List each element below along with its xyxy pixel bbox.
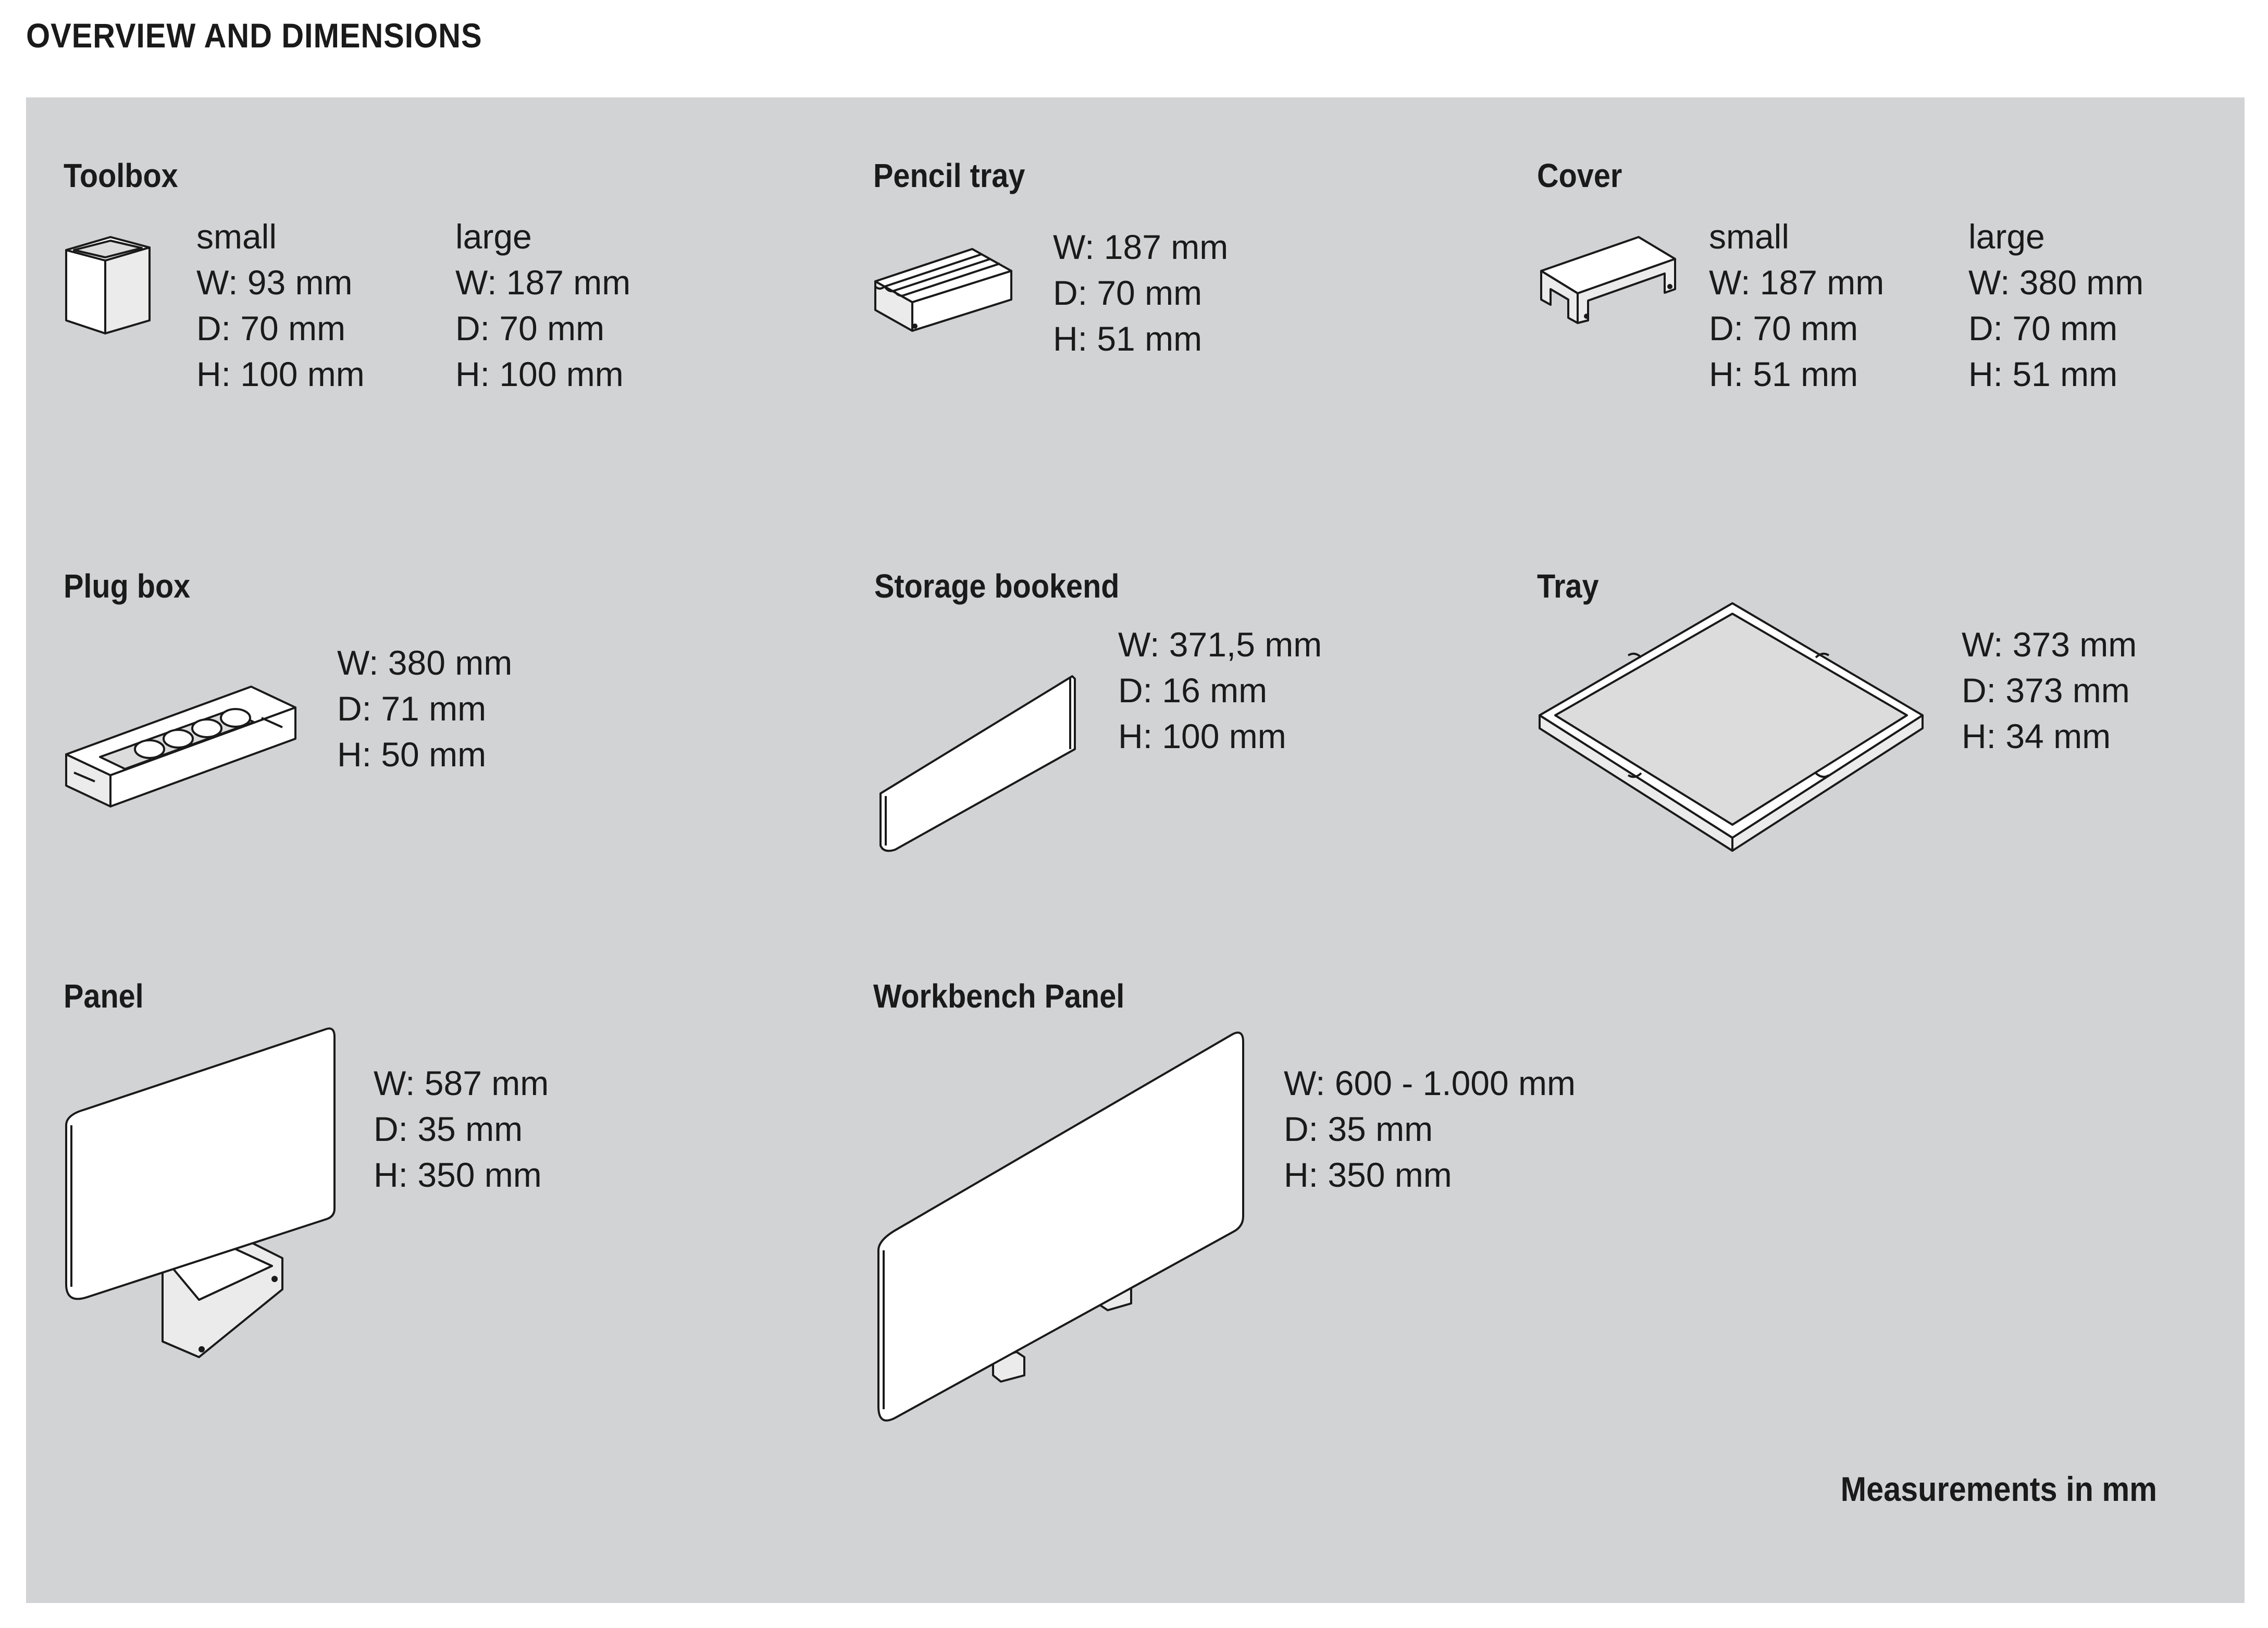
variant-label: large bbox=[455, 217, 532, 256]
height-value: H: 100 mm bbox=[1118, 717, 1286, 755]
variant-label: small bbox=[196, 217, 277, 256]
height-value: H: 100 mm bbox=[196, 355, 365, 393]
width-value: W: 187 mm bbox=[1709, 263, 1885, 302]
height-value: H: 34 mm bbox=[1962, 717, 2111, 755]
plug-box-illustration bbox=[65, 686, 296, 807]
storage-bookend-spec: W: 371,5 mm D: 16 mm H: 100 mm bbox=[1118, 622, 1322, 759]
overview-panel bbox=[26, 97, 2245, 1603]
cover-large-spec: large W: 380 mm D: 70 mm H: 51 mm bbox=[1968, 214, 2143, 397]
depth-value: D: 16 mm bbox=[1118, 671, 1268, 710]
item-title: Tray bbox=[1537, 567, 1599, 605]
toolbox-illustration bbox=[65, 236, 151, 334]
item-title: Workbench Panel bbox=[873, 977, 1125, 1015]
depth-value: D: 70 mm bbox=[1053, 274, 1203, 312]
measurements-note: Measurements in mm bbox=[1840, 1470, 2157, 1508]
width-value: W: 93 mm bbox=[196, 263, 353, 302]
variant-label: large bbox=[1968, 217, 2045, 256]
item-title: Panel bbox=[64, 977, 144, 1015]
toolbox-small-spec: small W: 93 mm D: 70 mm H: 100 mm bbox=[196, 214, 365, 397]
width-value: W: 600 - 1.000 mm bbox=[1284, 1064, 1576, 1102]
page-title: OVERVIEW AND DIMENSIONS bbox=[26, 16, 482, 55]
item-title: Pencil tray bbox=[873, 157, 1025, 194]
toolbox-large-spec: large W: 187 mm D: 70 mm H: 100 mm bbox=[455, 214, 630, 397]
pencil-tray-spec: W: 187 mm D: 70 mm H: 51 mm bbox=[1053, 224, 1228, 362]
workbench-panel-illustration bbox=[877, 1032, 1244, 1422]
item-title: Plug box bbox=[64, 567, 191, 605]
tray-spec: W: 373 mm D: 373 mm H: 34 mm bbox=[1962, 622, 2137, 759]
depth-value: D: 70 mm bbox=[1709, 309, 1858, 347]
width-value: W: 187 mm bbox=[1053, 228, 1229, 266]
depth-value: D: 70 mm bbox=[1968, 309, 2118, 347]
height-value: H: 51 mm bbox=[1709, 355, 1858, 393]
height-value: H: 350 mm bbox=[374, 1155, 542, 1194]
width-value: W: 380 mm bbox=[1968, 263, 2144, 302]
item-title: Toolbox bbox=[64, 157, 178, 194]
item-title: Cover bbox=[1537, 157, 1622, 194]
plug-box-spec: W: 380 mm D: 71 mm H: 50 mm bbox=[337, 640, 512, 777]
depth-value: D: 70 mm bbox=[455, 309, 605, 347]
depth-value: D: 70 mm bbox=[196, 309, 346, 347]
pencil-tray-illustration bbox=[874, 248, 1012, 332]
height-value: H: 51 mm bbox=[1053, 319, 1203, 358]
cover-small-spec: small W: 187 mm D: 70 mm H: 51 mm bbox=[1709, 214, 1884, 397]
depth-value: D: 35 mm bbox=[374, 1110, 523, 1148]
panel-spec: W: 587 mm D: 35 mm H: 350 mm bbox=[374, 1060, 549, 1198]
width-value: W: 587 mm bbox=[374, 1064, 549, 1102]
width-value: W: 380 mm bbox=[337, 643, 513, 682]
width-value: W: 371,5 mm bbox=[1118, 625, 1322, 664]
workbench-panel-spec: W: 600 - 1.000 mm D: 35 mm H: 350 mm bbox=[1284, 1060, 1576, 1198]
depth-value: D: 35 mm bbox=[1284, 1110, 1433, 1148]
depth-value: D: 71 mm bbox=[337, 689, 487, 728]
depth-value: D: 373 mm bbox=[1962, 671, 2130, 710]
width-value: W: 187 mm bbox=[455, 263, 631, 302]
height-value: H: 51 mm bbox=[1968, 355, 2118, 393]
storage-bookend-illustration bbox=[879, 675, 1076, 852]
tray-illustration bbox=[1539, 602, 1924, 852]
cover-illustration bbox=[1540, 236, 1676, 324]
height-value: H: 50 mm bbox=[337, 735, 487, 774]
panel-illustration bbox=[65, 1027, 336, 1358]
height-value: H: 100 mm bbox=[455, 355, 624, 393]
width-value: W: 373 mm bbox=[1962, 625, 2137, 664]
item-title: Storage bookend bbox=[874, 567, 1120, 605]
height-value: H: 350 mm bbox=[1284, 1155, 1452, 1194]
variant-label: small bbox=[1709, 217, 1790, 256]
